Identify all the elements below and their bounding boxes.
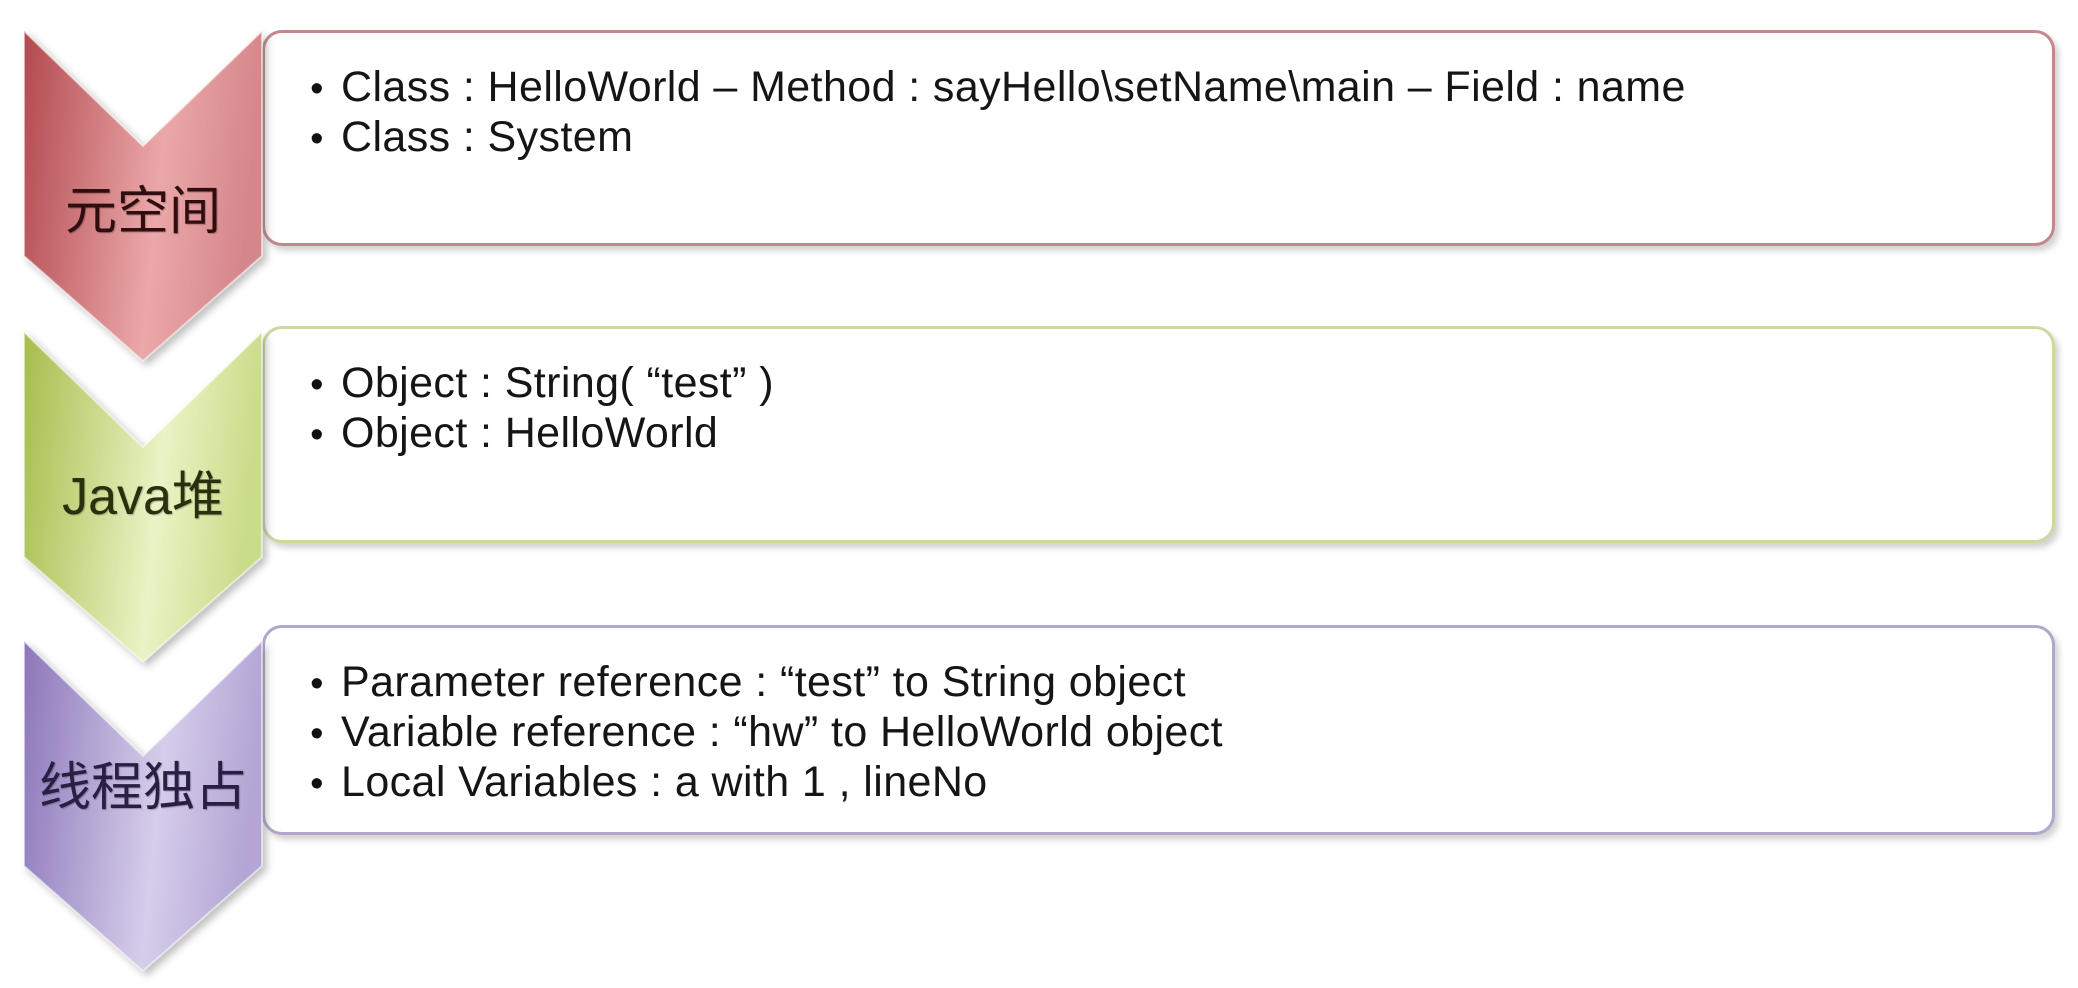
content-box-java-heap: • Object : String( “test” ) • Object : H… [262, 326, 2055, 543]
chevron-arrow-java-heap: Java堆 [23, 329, 263, 664]
list-item: • Local Variables : a with 1 , lineNo [305, 758, 2028, 808]
chevron-arrow-thread-exclusive: 线程独占 [23, 638, 263, 973]
list-item-text: Parameter reference : “test” to String o… [341, 658, 1186, 706]
list-item: • Class : HelloWorld – Method : sayHello… [305, 63, 2028, 113]
list-item-text: Class : System [341, 113, 634, 161]
list-item-text: Variable reference : “hw” to HelloWorld … [341, 708, 1223, 756]
bullet-icon: • [310, 118, 324, 160]
bullet-icon: • [310, 414, 324, 456]
content-box-metaspace: • Class : HelloWorld – Method : sayHello… [262, 30, 2055, 246]
bullet-list: • Parameter reference : “test” to String… [265, 628, 2052, 808]
list-item-text: Class : HelloWorld – Method : sayHello\s… [341, 63, 1686, 111]
chevron-label: 线程独占 [38, 759, 247, 817]
list-item-text: Object : HelloWorld [341, 409, 719, 457]
list-item: • Parameter reference : “test” to String… [305, 658, 2028, 708]
chevron-shape [23, 638, 263, 973]
chevron-label: 元空间 [64, 183, 221, 241]
list-item: • Class : System [305, 113, 2028, 163]
list-item-text: Object : String( “test” ) [341, 359, 774, 407]
bullet-icon: • [310, 364, 324, 406]
bullet-icon: • [310, 663, 324, 705]
content-box-thread-exclusive: • Parameter reference : “test” to String… [262, 625, 2055, 835]
chevron-label: Java堆 [62, 468, 224, 526]
bullet-icon: • [310, 713, 324, 755]
list-item-text: Local Variables : a with 1 , lineNo [341, 758, 988, 806]
chevron-shape [23, 28, 263, 363]
chevron-shape [23, 329, 263, 664]
bullet-list: • Object : String( “test” ) • Object : H… [265, 329, 2052, 459]
list-item: • Object : String( “test” ) [305, 359, 2028, 409]
list-item: • Variable reference : “hw” to HelloWorl… [305, 708, 2028, 758]
chevron-arrow-metaspace: 元空间 [23, 28, 263, 363]
bullet-list: • Class : HelloWorld – Method : sayHello… [265, 33, 2052, 163]
bullet-icon: • [310, 68, 324, 110]
bullet-icon: • [310, 763, 324, 805]
list-item: • Object : HelloWorld [305, 409, 2028, 459]
